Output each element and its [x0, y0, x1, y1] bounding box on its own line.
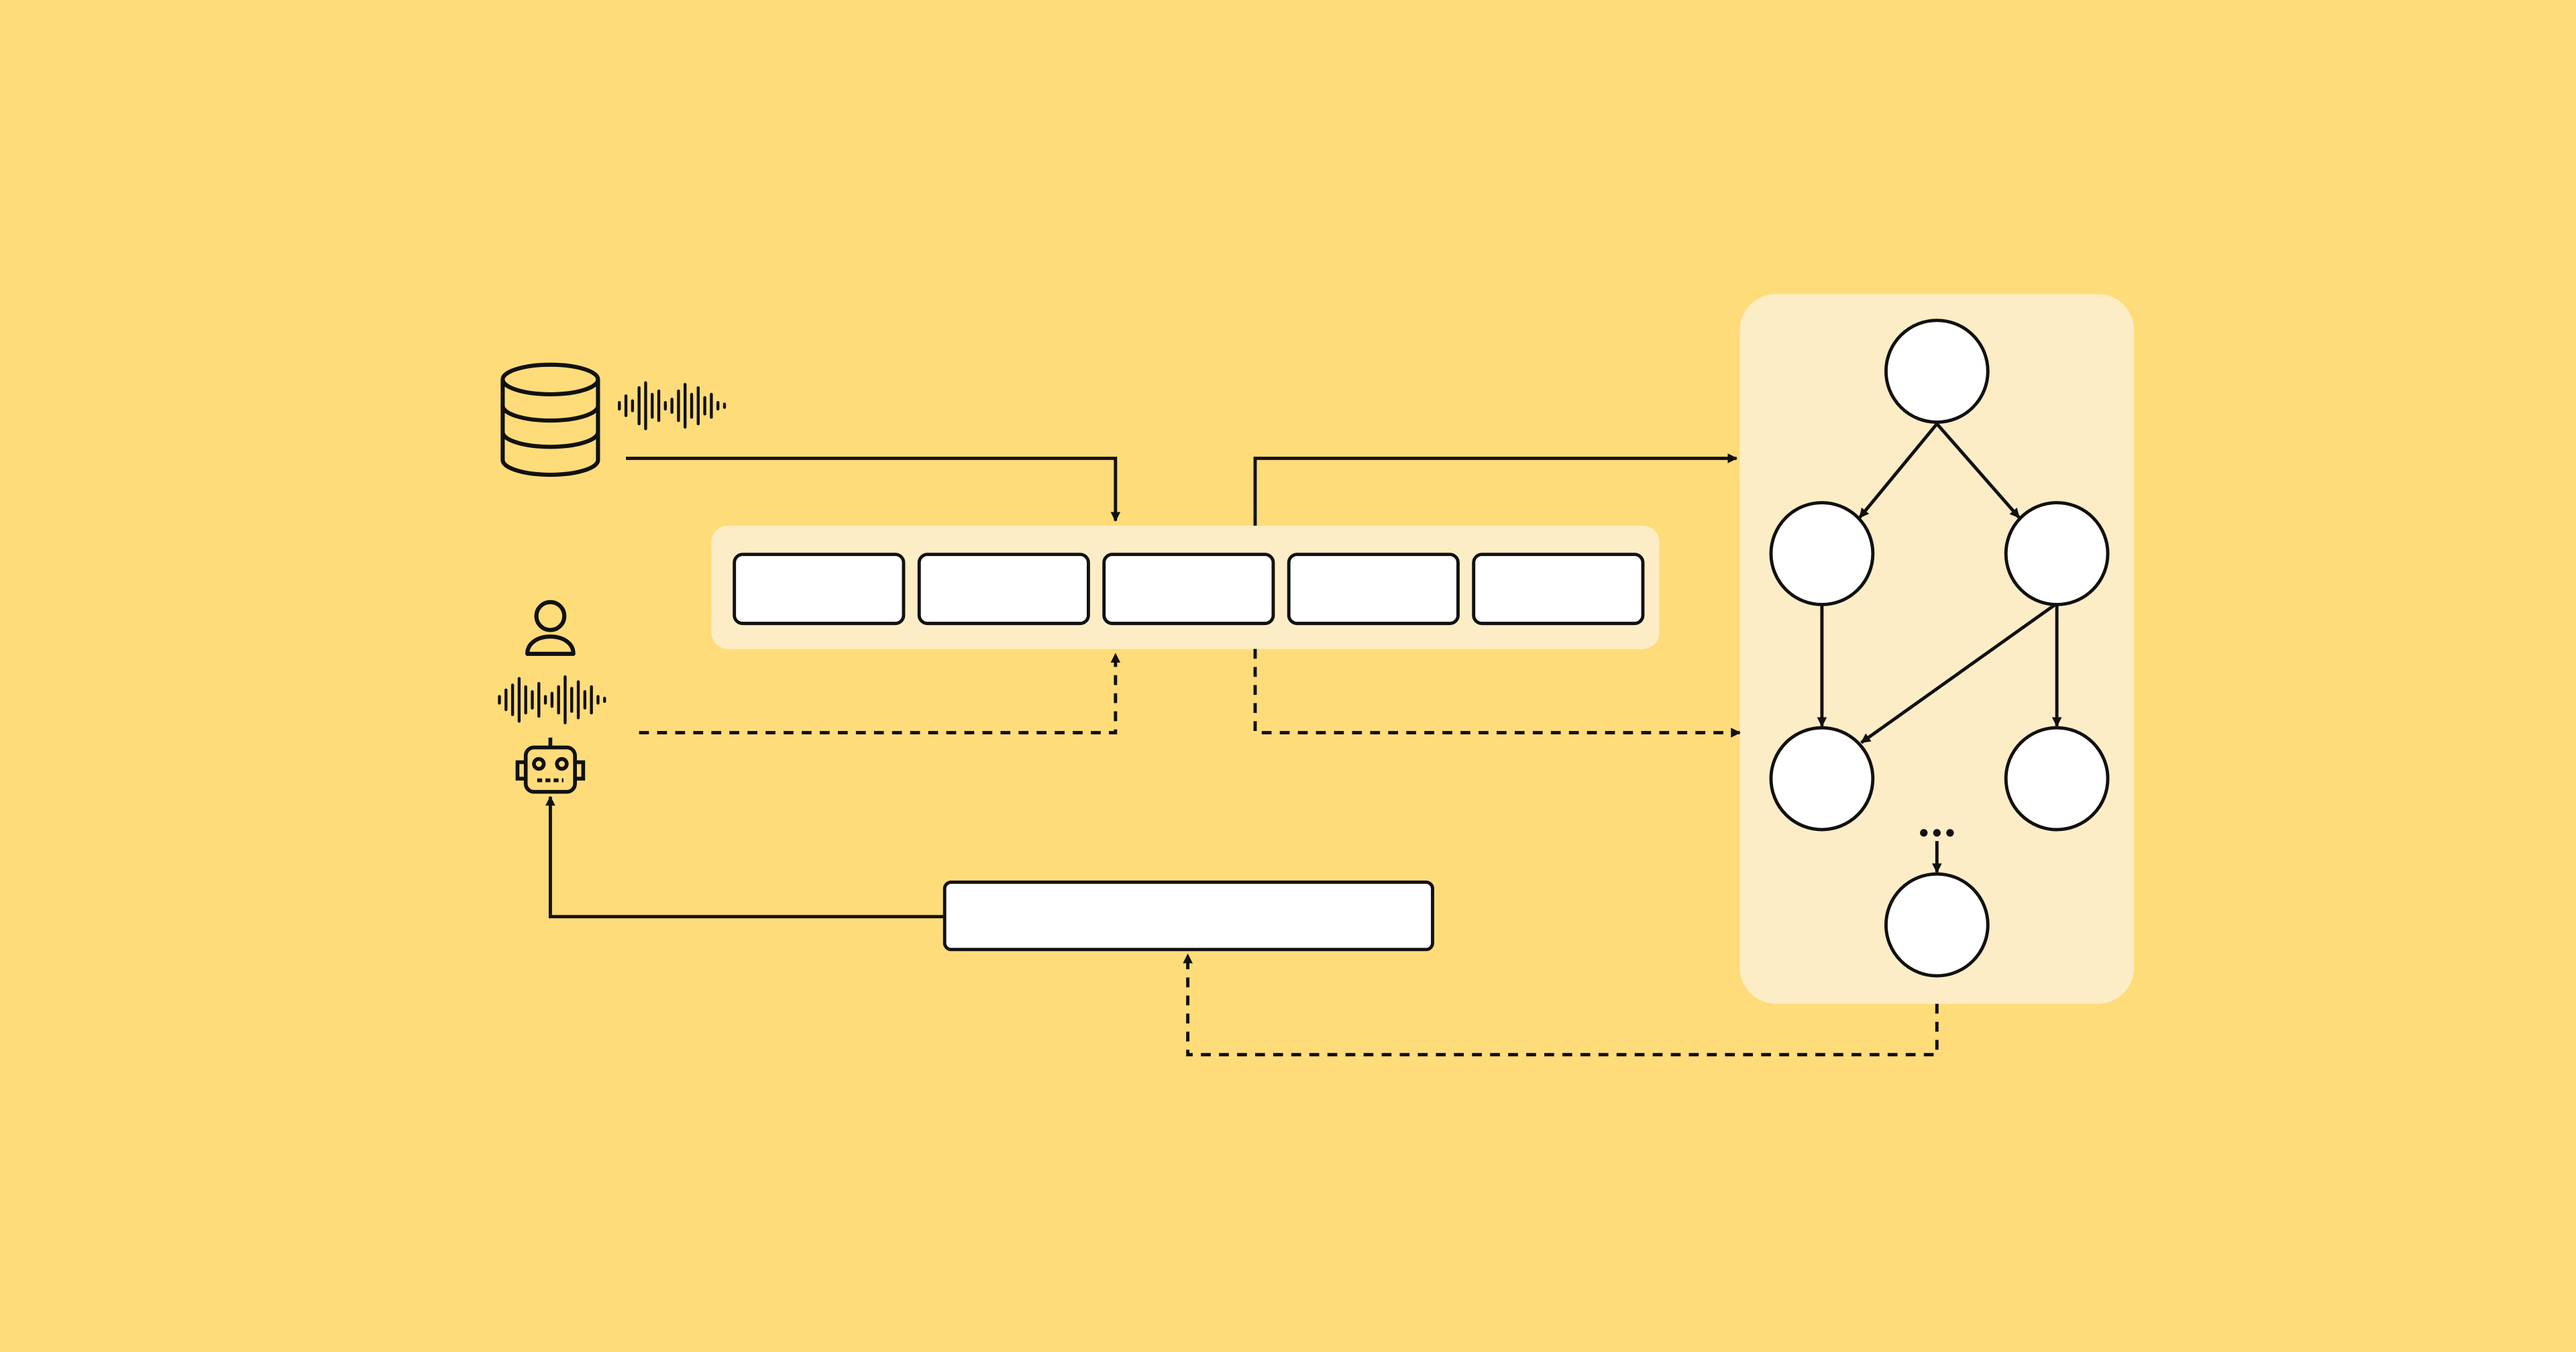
arrow-output-to-robot [545, 795, 945, 919]
graph-node-bottom-right [2004, 726, 2110, 832]
graph-node-bottom-left [1769, 726, 1875, 832]
sequence-slot [733, 553, 906, 626]
arrow-database-to-sequence [626, 456, 1121, 522]
edge-root-right [1935, 422, 2021, 519]
sequence-slot [1287, 553, 1460, 626]
audio-waveform-icon [498, 675, 606, 725]
graph-nodes [1769, 319, 2110, 978]
graph-node-right [2004, 501, 2110, 606]
graph-node-root [1884, 319, 1990, 424]
graph-node-end [1884, 872, 1990, 978]
graph-edges [1817, 422, 2062, 874]
output-bar [943, 880, 1434, 952]
arrow-sequence-to-graph-dashed [1253, 649, 1741, 738]
sequence-slots [733, 553, 1645, 626]
sequence-slot [917, 553, 1090, 626]
ellipsis-icon [1920, 829, 1954, 837]
arrow-audio-to-sequence [639, 653, 1121, 734]
database-icon [500, 362, 600, 477]
edge-right-bottomleft [1860, 603, 2057, 744]
arrow-sequence-to-graph [1253, 453, 1738, 526]
graph-node-left [1769, 501, 1875, 606]
robot-icon [515, 737, 586, 794]
edge-root-left [1858, 422, 1939, 519]
audio-waveform-icon [618, 381, 727, 431]
user-icon [525, 600, 576, 656]
sequence-slot [1472, 553, 1645, 626]
flow-arrows [545, 453, 1939, 1057]
sequence-slot [1102, 553, 1275, 626]
